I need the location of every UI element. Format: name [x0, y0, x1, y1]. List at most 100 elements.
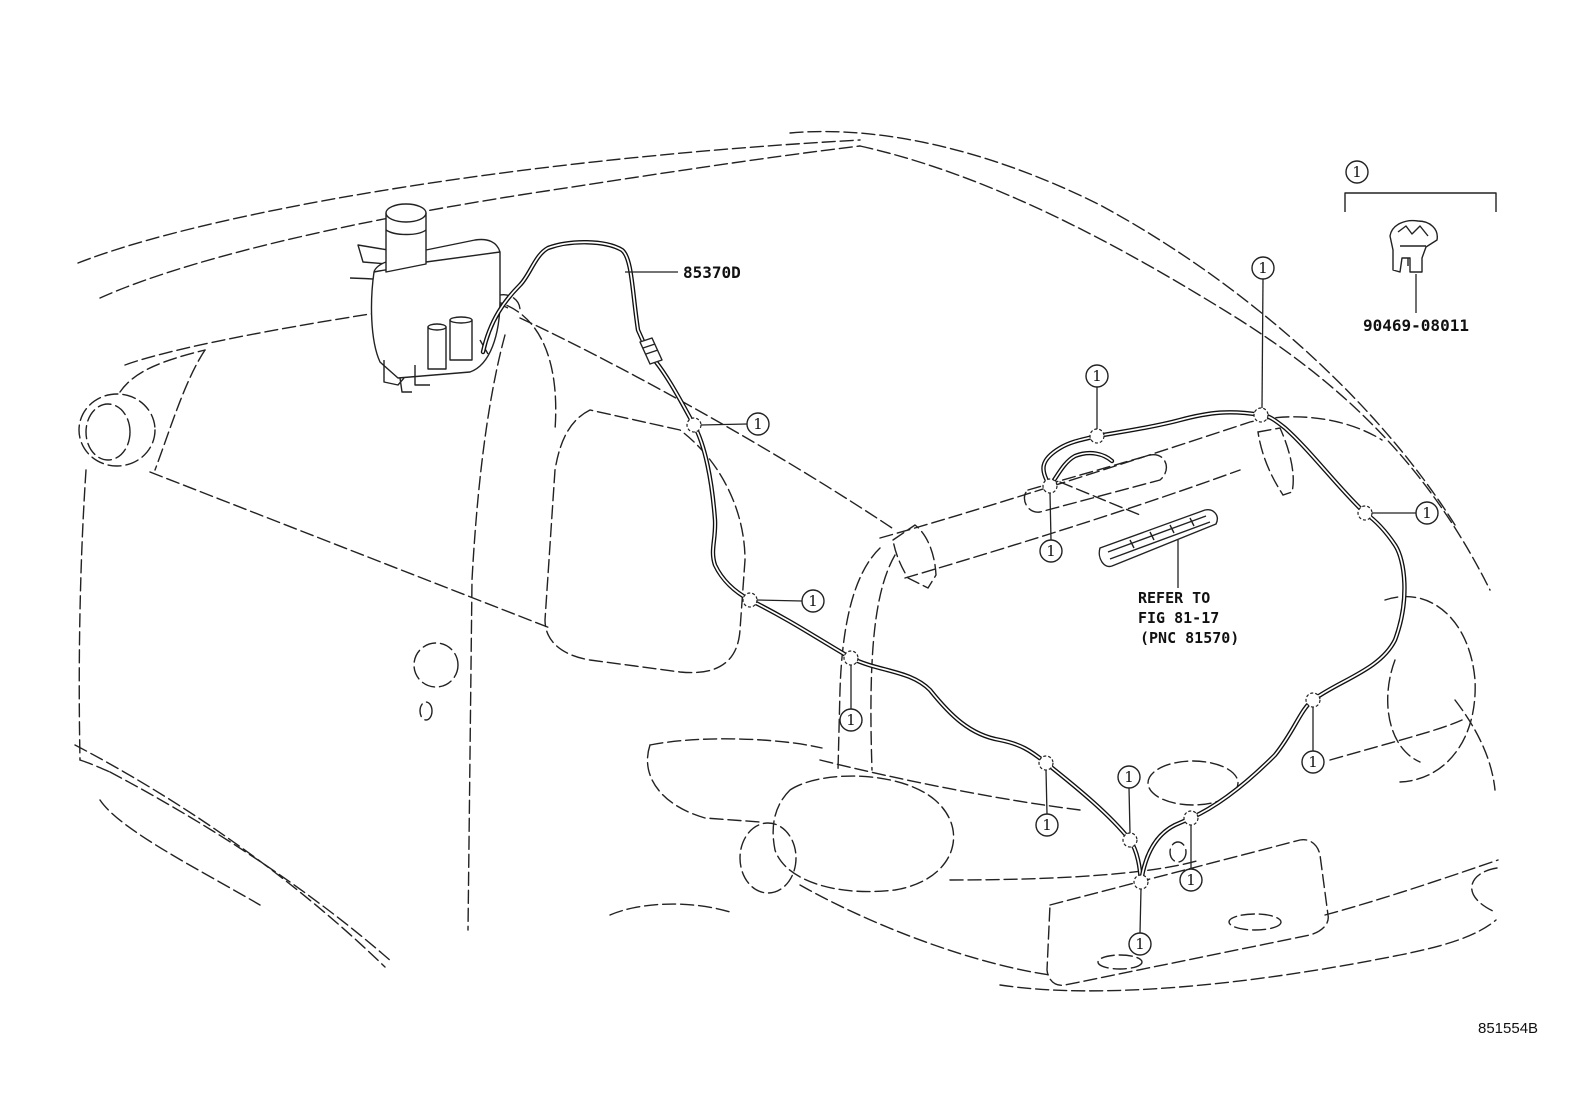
reference-line-2[interactable]: FIG 81-17	[1138, 609, 1219, 627]
hose-clamp	[686, 417, 702, 433]
sill-line-1	[74, 744, 386, 968]
fender-top	[119, 349, 206, 393]
callout-number: 1	[1042, 816, 1052, 834]
callout-clamp[interactable]: 1	[1128, 888, 1152, 956]
bumper-top-center	[819, 759, 1081, 811]
spoiler-upper	[879, 416, 1383, 539]
hose-clamp	[843, 650, 859, 666]
left-arch-top	[649, 738, 823, 749]
washer-pump-2	[449, 319, 473, 361]
clamp-icon	[1389, 219, 1438, 273]
hose-connector	[639, 337, 663, 365]
clamp-legend: 1 90469-08011	[1344, 160, 1497, 335]
hose-clamp	[1133, 874, 1149, 890]
filler-neck-ring	[385, 229, 427, 236]
rear-garnish	[949, 859, 1201, 881]
callout-clamp[interactable]: 1	[1179, 825, 1203, 892]
callout-clamp[interactable]: 1	[1372, 501, 1439, 525]
hose-part-number[interactable]: 85370D	[683, 263, 741, 282]
callout-clamp[interactable]: 1	[1039, 492, 1063, 563]
tail-lamp-right-inner	[1387, 659, 1421, 763]
callout-clamp[interactable]: 1	[1085, 364, 1109, 429]
bumper-bottom	[799, 884, 1051, 976]
hose-clamp	[1183, 810, 1199, 826]
body-lower-left-corner	[79, 759, 111, 773]
stop-lamp-lens	[1107, 515, 1211, 560]
callout-clamp[interactable]: 1	[1251, 256, 1275, 409]
license-plate-area	[1046, 838, 1329, 987]
bumper-base	[999, 919, 1497, 992]
callout-number: 1	[1258, 259, 1268, 277]
right-wheel-arc	[1471, 867, 1498, 913]
stop-lamp-housing	[1023, 454, 1168, 513]
rear-reflector-left	[772, 775, 955, 893]
body-left-edge	[78, 469, 87, 761]
callout-clamp[interactable]: 1	[700, 412, 770, 436]
reference-note: REFER TO FIG 81-17 (PNC 81570)	[1138, 540, 1239, 647]
hose-clamp	[1357, 505, 1373, 521]
legend-bracket	[1344, 192, 1497, 212]
spoiler-end-right	[1257, 427, 1294, 496]
roof-top	[789, 130, 1456, 526]
washer-hose	[483, 242, 1404, 882]
hose-connector-ribs	[642, 343, 659, 355]
body-right-edge	[1454, 699, 1496, 791]
level-sensor	[414, 365, 430, 386]
callout-clamp[interactable]: 1	[1117, 765, 1141, 834]
plate-lamp-left	[1097, 954, 1143, 970]
figure-code: 851554B	[1478, 1020, 1538, 1037]
vehicle-body-outline	[74, 130, 1499, 992]
washer-pump-1	[427, 326, 447, 370]
roof-outer-left	[77, 139, 861, 264]
hose-clamp	[1305, 692, 1321, 708]
callout-clamp[interactable]: 1	[1301, 707, 1325, 774]
stop-lamp-link	[1059, 481, 1141, 516]
callout-clamp[interactable]: 1	[756, 589, 825, 613]
sill-line-3	[99, 799, 261, 906]
callout-clamp[interactable]: 1	[839, 665, 863, 732]
c-pillar	[489, 299, 557, 431]
stop-lamp-leds	[1129, 517, 1195, 549]
callout-number: 1	[1308, 753, 1318, 771]
lamp-left-outer	[78, 393, 156, 467]
callout-legend[interactable]: 1	[1345, 160, 1369, 184]
bumper-lower-left	[609, 903, 731, 916]
callout-number: 1	[1124, 768, 1134, 786]
callout-number: 1	[808, 592, 818, 610]
quarter-rear-edge-1	[837, 547, 881, 771]
window-sill	[149, 471, 551, 629]
hose-clamp	[1042, 478, 1058, 494]
callout-number: 1	[1046, 542, 1056, 560]
reference-line-3: (PNC 81570)	[1140, 629, 1239, 647]
quarter-rear-edge-2	[870, 554, 896, 771]
bumper-bottom-right	[1324, 859, 1499, 916]
spoiler-end-left	[892, 524, 937, 589]
a-pillar	[154, 349, 206, 471]
tank-bracket-tab	[357, 244, 389, 265]
callouts: 1 1 1 1 1 1 1	[700, 256, 1439, 956]
washer-pump-2-cap	[449, 316, 473, 324]
callout-number: 1	[753, 415, 763, 433]
fog-lamp-left	[739, 822, 797, 894]
callout-number: 1	[1352, 163, 1362, 181]
bumper-upper-right	[1329, 719, 1463, 761]
plate-lamp-right	[1228, 913, 1282, 931]
hose-clamp	[742, 592, 758, 608]
spoiler-lower	[904, 469, 1241, 579]
door-handle	[413, 642, 459, 688]
belt-line	[519, 317, 896, 531]
hose-clamp	[1122, 832, 1138, 848]
left-arch	[646, 744, 761, 823]
roof-side-right	[859, 145, 1491, 591]
hose-part-label[interactable]: 85370D	[625, 263, 741, 282]
washer-tank	[349, 203, 509, 393]
washer-pump-1-cap	[427, 323, 447, 331]
callout-number: 1	[1135, 935, 1145, 953]
hose-clamp	[1038, 755, 1054, 771]
callout-number: 1	[1422, 504, 1432, 522]
hose-clamp	[1089, 428, 1105, 444]
clamp-part-number[interactable]: 90469-08011	[1363, 316, 1469, 335]
callout-clamp[interactable]: 1	[1035, 769, 1059, 837]
rear-emblem-area	[1147, 760, 1239, 806]
